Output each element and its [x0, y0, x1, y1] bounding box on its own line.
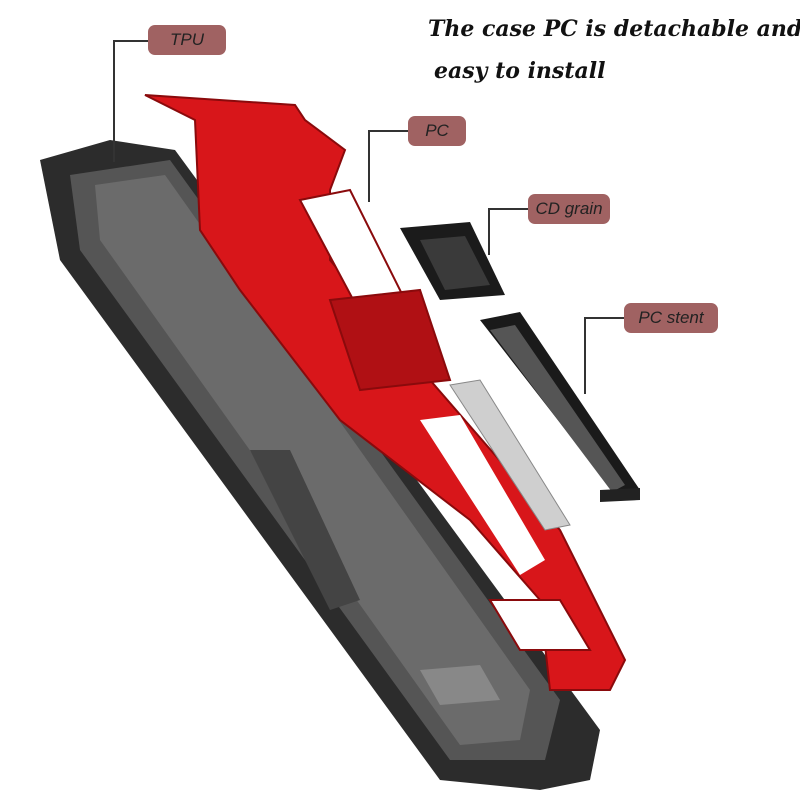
headline-line-1: The case PC is detachable and: [428, 16, 800, 42]
kickstand-bar: [449, 379, 571, 531]
tpu-leader-line: [113, 40, 153, 162]
pc-stent-leader-line: [584, 317, 626, 394]
cd-grain-label: CD grain: [528, 194, 610, 224]
headline-line-2: easy to install: [434, 58, 606, 84]
pc-leader-line: [368, 130, 410, 202]
tpu-label: TPU: [148, 25, 226, 55]
tpu-case: [40, 140, 600, 790]
pc-stent-label: PC stent: [624, 303, 718, 333]
pc-label: PC: [408, 116, 466, 146]
cd-grain-leader-line: [488, 208, 530, 255]
pc-stent: [480, 312, 640, 502]
cd-grain-plate: [400, 222, 505, 300]
pc-red-frame: [144, 94, 627, 691]
